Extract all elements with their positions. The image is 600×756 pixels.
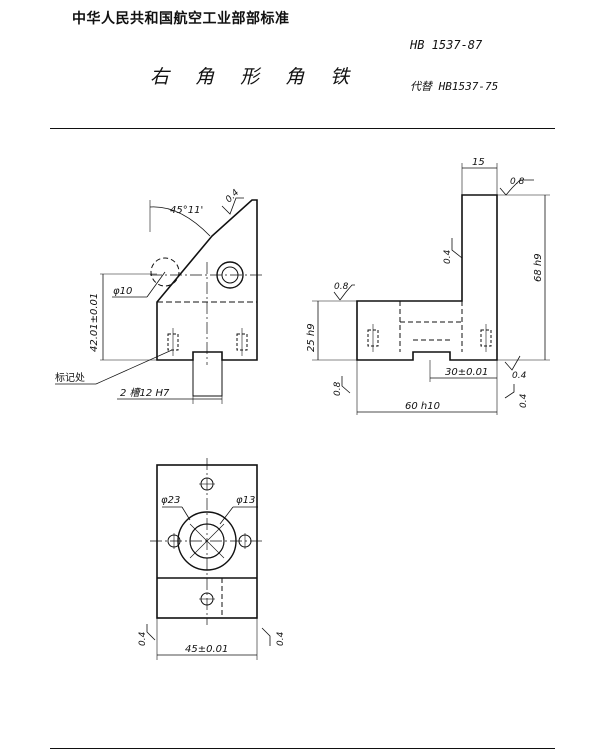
front-roughness-text: 0.4 [224,188,241,205]
front-slot [192,351,223,397]
length-dim-text: 60 h10 [405,401,440,412]
top-view: φ23 φ13 0.4 0.4 45±0.01 [138,458,286,660]
side-roughness-b: 0.4 [443,249,453,264]
width-dim-text: 45±0.01 [185,644,228,655]
top-bore-inner [189,523,225,559]
dim-30-text: 30±0.01 [445,367,488,378]
side-roughness-d: 0.4 [512,371,527,381]
document-title: 右 角 形 角 铁 [150,66,360,88]
top-roughness-left: 0.4 [138,631,148,646]
angle-dim-text: 45°11' [170,205,203,216]
standard-number: HB 1537-87 [410,38,483,52]
top-rule [50,128,555,129]
width-top-dim-text: 15 [472,157,485,168]
top-hole-bottom [199,592,215,606]
bottom-rule [50,748,555,749]
side-roughness-f: 0.4 [519,393,529,408]
slot-dim-text: 2 槽12 H7 [120,387,170,399]
mark-label: 标记处 [55,372,85,384]
front-hole-outer [216,261,244,289]
front-hole-dashed [150,257,180,287]
height-total-dim-text: 68 h9 [533,253,544,282]
height-base-dim-text: 25 h9 [306,323,317,352]
hole-dia-text: φ10 [113,286,132,297]
dia-23-text: φ23 [161,495,180,506]
side-threaded-hole-right [480,324,492,352]
side-threaded-hole-left [367,324,379,352]
front-threaded-hole-left [167,328,179,356]
angle-dim-arc [149,206,211,237]
top-bore-outer [177,511,237,571]
replaces-standard: 代替 HB1537-75 [410,80,499,93]
front-view: 45°11' 0.4 φ10 42.01±0.01 标记处 2 槽12 H7 [55,188,262,404]
dia-13-text: φ13 [236,495,255,506]
height-dim-text: 42.01±0.01 [89,293,100,352]
side-roughness-e: 0.8 [333,381,343,396]
front-roughness-symbol [221,197,244,215]
issuing-organization: 中华人民共和国航空工业部部标准 [72,11,290,27]
front-threaded-hole-right [236,328,248,356]
side-view: 15 0.8 68 h9 0.4 0.8 25 h9 30±0.01 0.4 0… [306,157,550,415]
top-hole-left [167,533,181,549]
front-hole-inner [221,266,239,284]
top-hole-top [199,477,215,491]
side-roughness-c: 0.8 [334,282,349,292]
top-roughness-right: 0.4 [276,631,286,646]
side-roughness-a: 0.8 [510,177,525,187]
top-hole-right [238,533,252,549]
